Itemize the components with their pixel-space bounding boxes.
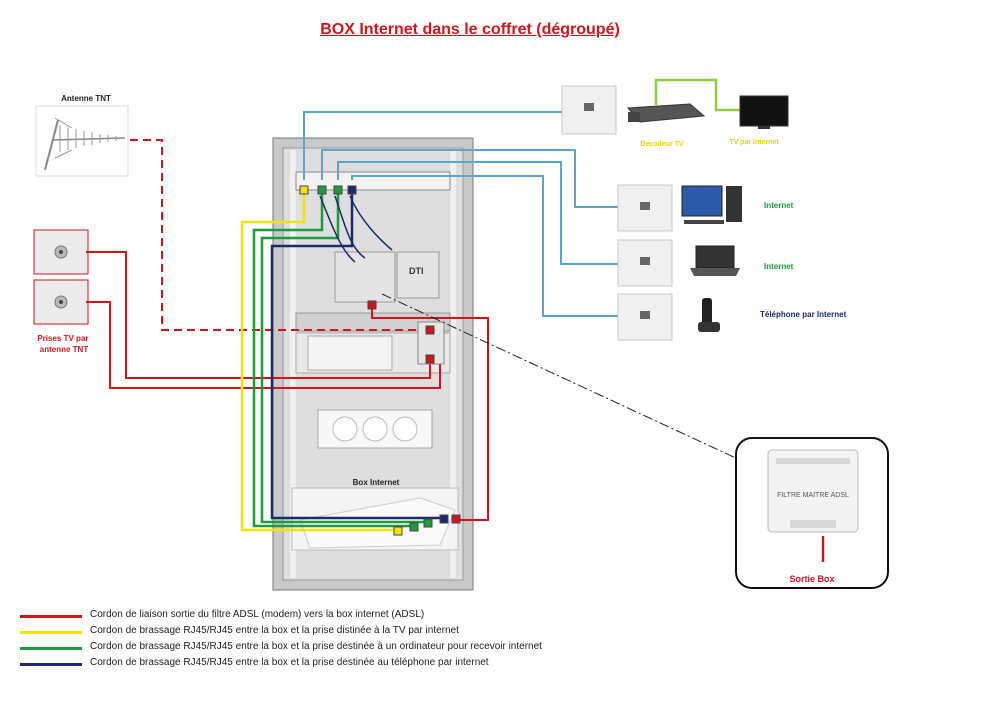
legend-line [20,631,82,634]
ethernet-outlet-laptop [617,239,673,287]
filter-label: FILTRE MAITRE ADSL [777,492,849,499]
tv-outlets-label: Prises TV par antenne TNT [37,334,90,354]
red-tv-cables [86,251,441,389]
tv-outlet-2 [33,279,89,325]
legend-line [20,647,82,650]
box-internet-label: Box Internet [353,478,400,487]
sortie-box-label: Sortie Box [789,574,834,584]
tv-outlet-1 [33,229,89,275]
wiring-diagram: Antenne TNT Prises TV par antenne TNT [33,78,889,591]
dti-label: DTI [409,266,424,276]
cable-bundle [319,195,393,263]
filter-inset [735,437,889,589]
decoder-icon [626,103,706,123]
diagram-title: BOX Internet dans le coffret (dégroupé) [320,21,620,38]
decoder-label: Decodeur TV [640,141,684,148]
blue-cables [303,111,618,317]
legend-text: Cordon de brassage RJ45/RJ45 entre la bo… [90,657,489,668]
phone-icon [698,298,720,332]
antenna-icon [35,105,129,177]
legend-text: Cordon de brassage RJ45/RJ45 entre la bo… [90,625,459,636]
legend-text: Cordon de brassage RJ45/RJ45 entre la bo… [90,641,542,652]
tv-icon [739,95,789,129]
yellow-patch-cord [240,192,398,532]
telephone-label: Téléphone par Internet [760,310,847,319]
adsl-cable [371,305,489,521]
legend-line [20,663,82,666]
tv-outlets-label-line1: Prises TV par [37,334,88,343]
ethernet-outlet-tv [561,85,617,135]
tv-outlets-label-line2: antenne TNT [40,345,89,354]
antenna-cable-dashed [130,139,420,331]
internet-label-2: Internet [764,262,794,271]
internet-label-1: Internet [764,201,794,210]
green-patch-cord-2 [260,192,428,524]
legend-text: Cordon de liaison sortie du filtre ADSL … [90,609,425,620]
ethernet-outlet-phone [617,293,673,341]
ethernet-outlet-pc [617,184,673,232]
antenna-label: Antenne TNT [61,94,111,103]
laptop-icon [690,245,740,276]
green-patch-cord-1 [252,192,414,528]
tv-internet-label: TV par Internet [729,139,779,146]
port-markers [299,185,461,536]
legend-line [20,615,82,618]
desktop-computer-icon [681,185,742,224]
decoder-tv-cable [654,78,740,112]
navy-patch-cord [270,192,444,520]
filter-pointer-line [381,293,767,473]
